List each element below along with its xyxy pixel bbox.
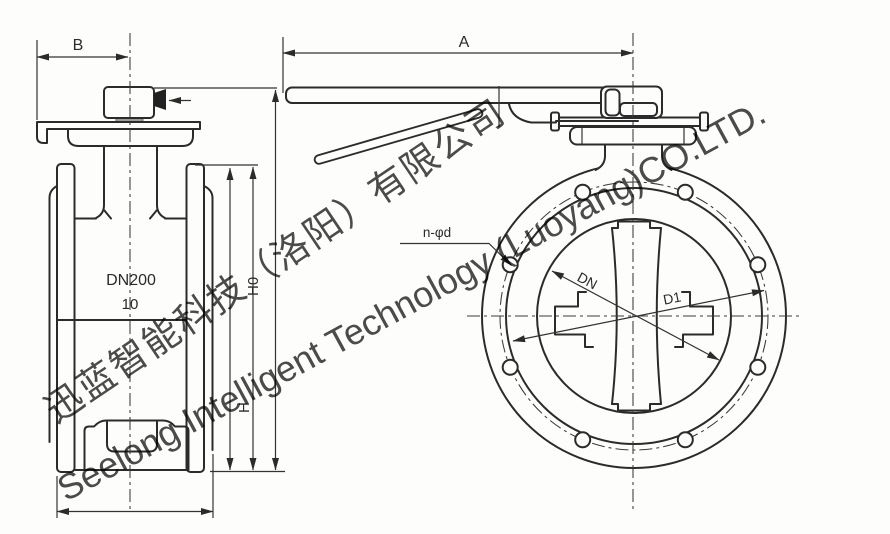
- bolt-holes: [501, 183, 767, 449]
- bolt-holes-label: n-φd: [423, 225, 451, 240]
- dim-label-b: B: [73, 37, 84, 54]
- front-neck-right: [661, 142, 673, 171]
- shaft-stub-left: [554, 291, 594, 348]
- mounting-plate: [36, 121, 201, 144]
- lock-knob: [154, 89, 166, 110]
- bottom-boss-pocket: [106, 421, 158, 453]
- leader-line-bolt-holes: [400, 242, 512, 266]
- bolt-hole: [501, 358, 519, 376]
- dim-label-a: A: [459, 34, 470, 51]
- body-silhouette-right: [203, 185, 214, 451]
- ratchet-end-right: [699, 111, 709, 132]
- lock-head-latch: [619, 102, 658, 117]
- disc-top-step: [611, 220, 662, 229]
- handwheel-lock-box: [103, 86, 155, 119]
- top-flange-steps: [581, 127, 685, 145]
- bolt-hole: [749, 358, 767, 376]
- dim-line-d1: [512, 289, 765, 343]
- bolt-hole: [749, 256, 767, 274]
- bolt-hole: [574, 183, 592, 201]
- neck-right-edge: [156, 145, 166, 219]
- flange-left: [56, 163, 76, 473]
- bolt-hole: [574, 431, 592, 449]
- side-view-dimensions: B H0 H: [36, 37, 285, 518]
- dim-label-h0: H0: [245, 277, 262, 296]
- dim-label-h: H: [236, 402, 253, 413]
- lock-head-tab: [604, 88, 621, 117]
- trigger-lever: [508, 103, 557, 124]
- bolt-hole: [676, 183, 694, 201]
- flange-right: [185, 163, 205, 473]
- side-view: DN200 10: [36, 33, 214, 512]
- lever-grip: [315, 110, 482, 163]
- front-neck-left: [594, 142, 606, 171]
- nominal-size-label: DN200: [106, 272, 156, 289]
- neck-chamfers: [103, 209, 158, 220]
- body-silhouette-left: [48, 185, 58, 443]
- bottom-boss: [83, 419, 190, 471]
- lever-bar: [285, 86, 617, 104]
- dim-label-dn: DN: [575, 269, 600, 293]
- front-view: [285, 33, 802, 510]
- dim-label-d1: D1: [662, 288, 683, 307]
- watermark: 迅蓝智能科技（洛阳）有限公司 Seelong Intelligent Techn…: [38, 91, 773, 509]
- neck-left-edge: [95, 145, 105, 219]
- disc-bottom-step: [611, 403, 662, 412]
- bolt-hole: [676, 431, 694, 449]
- front-view-dimensions: A DN D1 n-φd: [282, 34, 765, 361]
